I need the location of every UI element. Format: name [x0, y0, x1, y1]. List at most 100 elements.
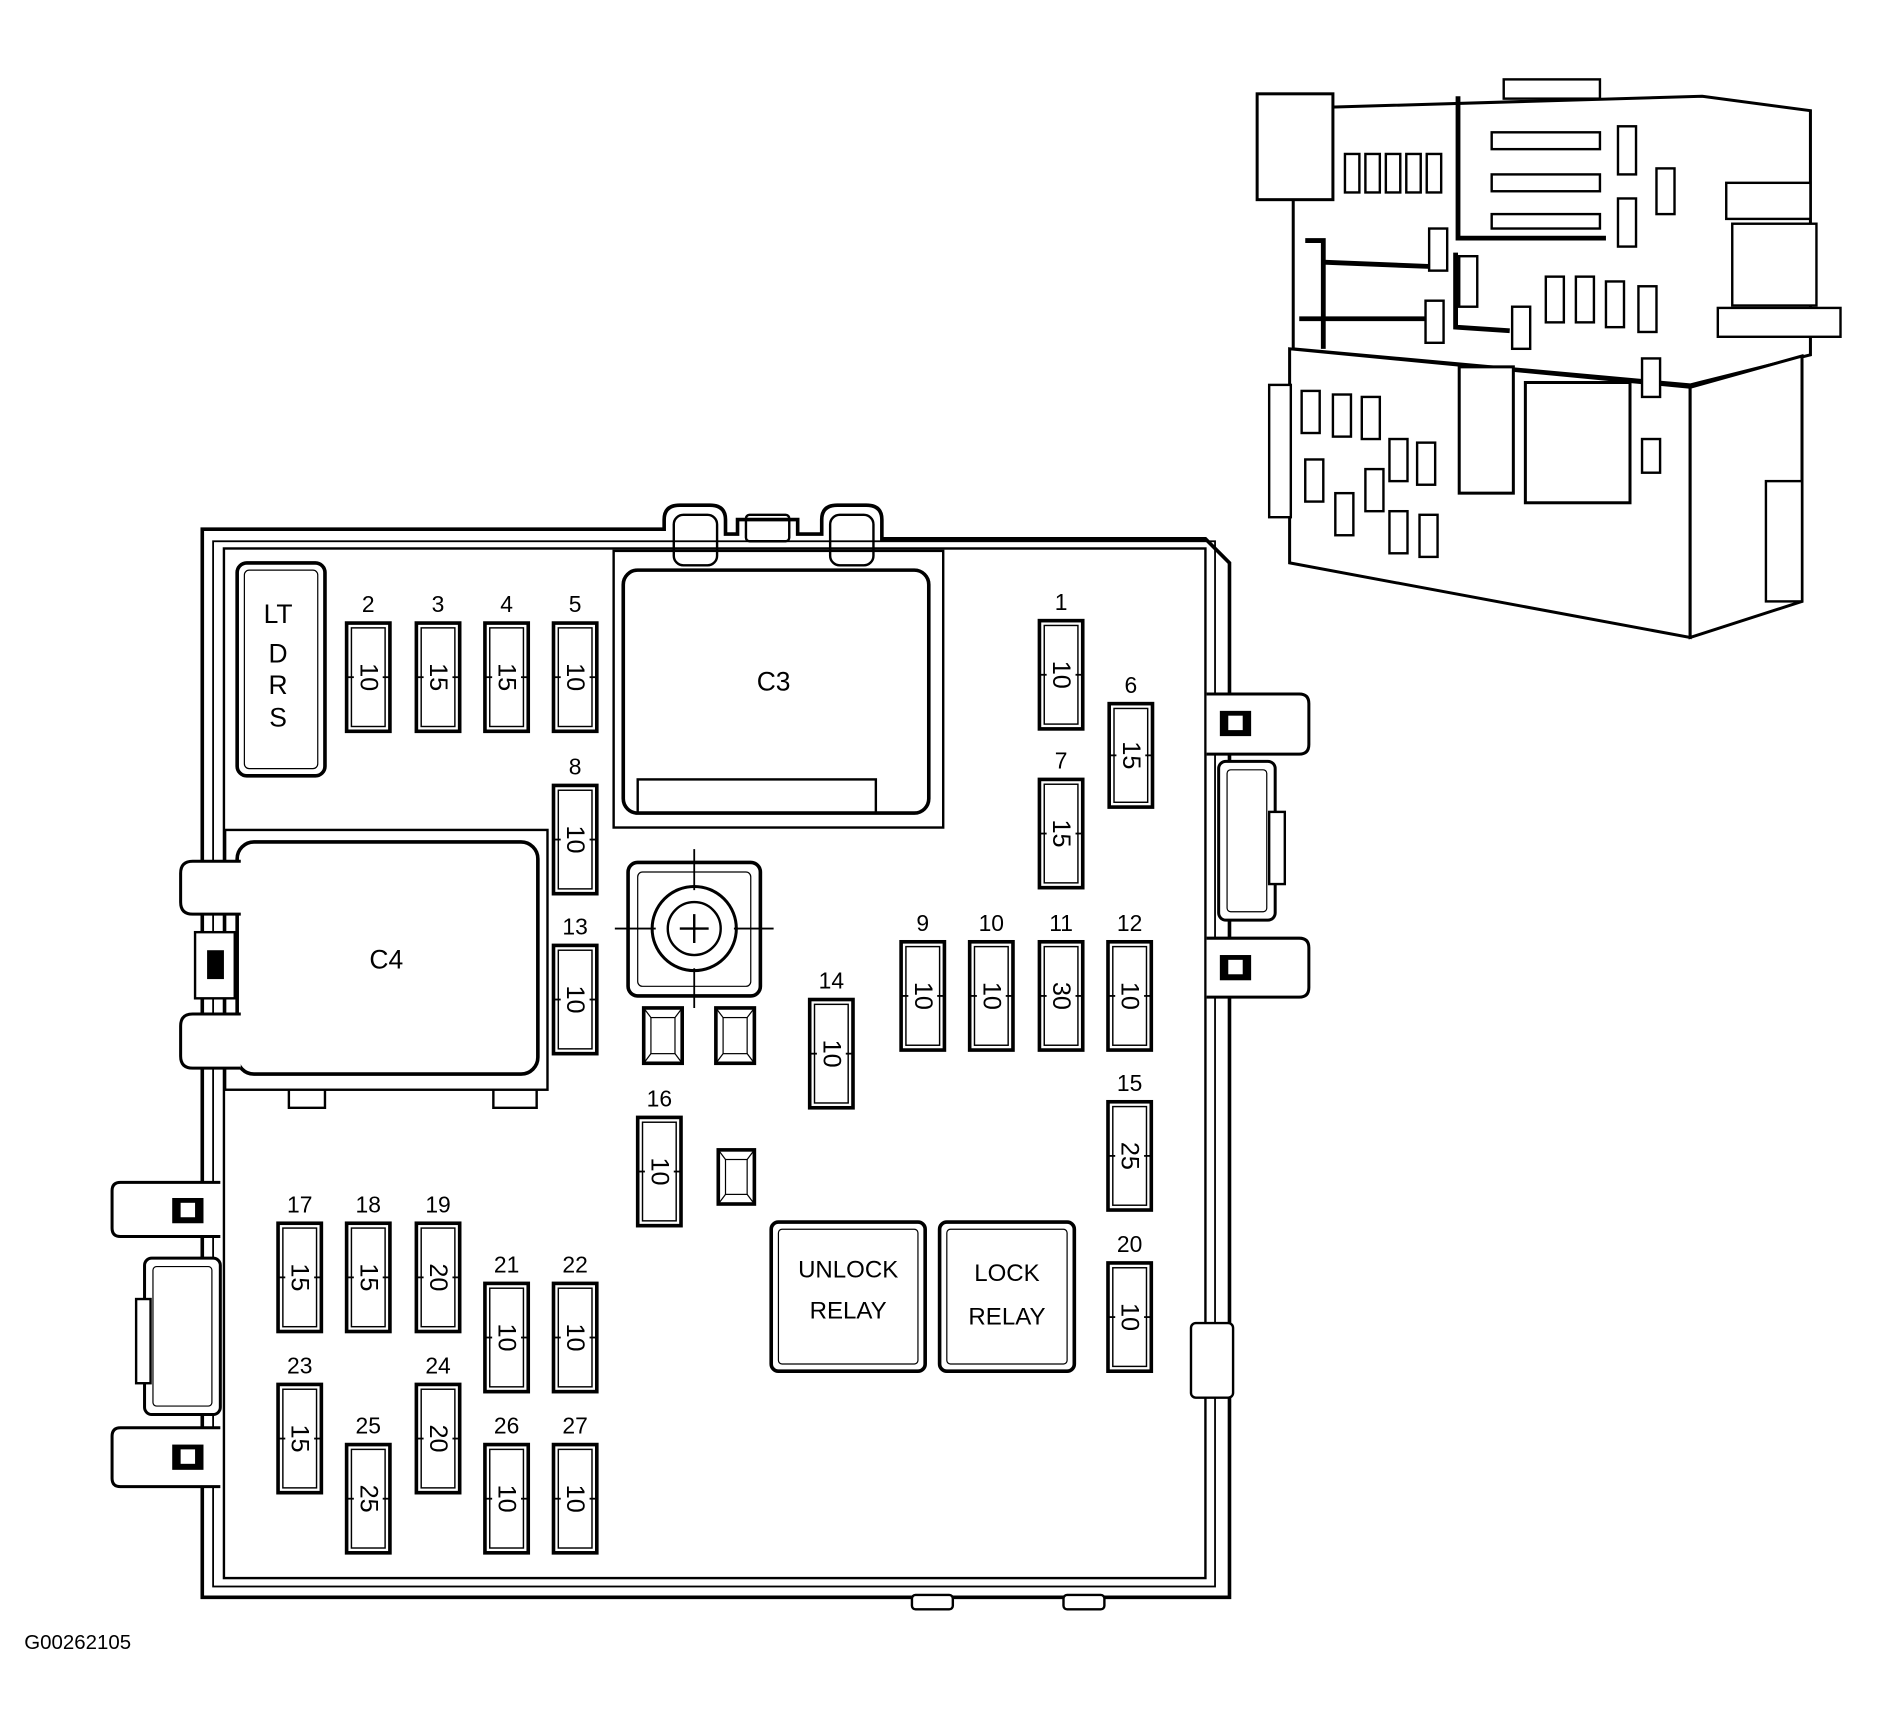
fuse-5: 510 [551, 591, 599, 734]
fuse-rating-label: 10 [493, 1323, 521, 1351]
stud-crosshair [614, 849, 774, 1008]
fuse-number-label: 15 [1117, 1070, 1142, 1096]
c4-housing [235, 840, 540, 1076]
side-connector [143, 1256, 222, 1417]
fuse-rating-label: 15 [1047, 819, 1075, 847]
right-side-mounts [1189, 692, 1311, 1399]
housing-top-latches [672, 513, 875, 567]
fuse-rating-label: 10 [645, 1157, 673, 1185]
fuse-rating-label: 25 [1116, 1142, 1144, 1170]
perspective-left-clip [1267, 383, 1293, 519]
c3-frame [612, 549, 945, 829]
lt-drs-housing [235, 561, 327, 778]
mounting-tab [1206, 936, 1311, 999]
lock-relay: LOCK RELAY [937, 1220, 1077, 1374]
fuse-rating-label: 20 [424, 1425, 452, 1453]
fuse-number-label: 16 [647, 1086, 672, 1112]
lt-drs-label-line-3: R [269, 670, 288, 700]
fuse-number-label: 21 [494, 1252, 519, 1278]
unlock-relay-label-line-2: RELAY [810, 1297, 887, 1324]
side-clip [1189, 1321, 1235, 1399]
fuse-number-label: 13 [562, 914, 587, 940]
fuse-rating-label: 10 [909, 982, 937, 1010]
figure-code: G00262105 [24, 1631, 131, 1654]
left-side-mounts [110, 859, 241, 1489]
c4-label: C4 [369, 944, 403, 974]
perspective-relay-guides [1490, 131, 1602, 230]
lt-drs-label-line-1: LT [264, 599, 293, 629]
plus-icon [679, 914, 709, 944]
fuse-rating-label: 15 [493, 663, 521, 691]
diode [716, 1148, 757, 1206]
perspective-fuse-slots [1300, 125, 1676, 559]
fuse-4: 4 15 [483, 591, 531, 734]
lt-drs-label-line-4: S [269, 702, 287, 732]
fuse-10: 10 10 [967, 910, 1015, 1052]
perspective-divider-lines [1299, 96, 1606, 349]
mounting-clip [179, 859, 241, 916]
lock-relay-label-line-1: LOCK [974, 1260, 1039, 1287]
fuse-block-housing: LT D R S C3 C4 [110, 503, 1311, 1611]
fuse-number-label: 10 [979, 910, 1004, 936]
lock-relay-label-line-2: RELAY [968, 1303, 1045, 1330]
fuse-rating-label: 15 [1117, 741, 1145, 769]
fuse-number-label: 25 [356, 1413, 381, 1439]
bottom-feet [910, 1593, 1106, 1611]
fuse-rating-label: 15 [286, 1425, 314, 1453]
lock-relay-inner [946, 1228, 1068, 1365]
fuse-6: 615 [1107, 672, 1155, 809]
perspective-right-tab [1716, 306, 1842, 338]
fuse-number-label: 19 [425, 1191, 450, 1217]
c4-connector: C4 [223, 828, 549, 1109]
fuse-number-label: 4 [500, 591, 513, 617]
fuse-rating-label: 15 [354, 1263, 382, 1291]
fuse-rating-label: 10 [1116, 982, 1144, 1010]
fuse-rating-label: 10 [561, 1323, 589, 1351]
fuse-rating-label: 15 [286, 1263, 314, 1291]
fuse-number-label: 2 [362, 591, 375, 617]
fuse-rating-label: 10 [1116, 1303, 1144, 1331]
c3-connector: C3 [612, 549, 945, 829]
c3-key [636, 778, 878, 815]
perspective-right-connector [1731, 222, 1818, 307]
fuse-rating-label: 30 [1047, 982, 1075, 1010]
fuse-21: 21 10 [483, 1252, 531, 1394]
perspective-top-tab [1502, 78, 1602, 100]
mounting-clip [179, 1012, 241, 1070]
fuse-number-label: 5 [569, 591, 582, 617]
diode [714, 1006, 757, 1066]
fuse-rating-label: 10 [1047, 661, 1075, 689]
fuse-rating-label: 10 [493, 1485, 521, 1513]
mounting-tab [110, 1426, 221, 1489]
fuse-7: 715 [1037, 748, 1085, 890]
fuse-8: 810 [551, 754, 599, 896]
lt-drs-block: LT D R S [235, 561, 327, 778]
perspective-right-clip [1764, 479, 1804, 603]
fuse-2: 2 10 [344, 591, 392, 734]
fuse-rating-label: 10 [817, 1040, 845, 1068]
fuse-number-label: 17 [287, 1191, 312, 1217]
fuse-12: 12 10 [1106, 910, 1154, 1052]
fuse-rating-label: 10 [977, 982, 1005, 1010]
diodes [641, 1006, 757, 1206]
unlock-relay-housing [769, 1220, 927, 1374]
fuse-11: 11 30 [1037, 910, 1085, 1052]
fuse-number-label: 12 [1117, 910, 1142, 936]
fuse-number-label: 24 [425, 1353, 451, 1379]
lt-drs-label-line-2: D [269, 639, 288, 669]
fuse-rating-label: 10 [354, 663, 382, 691]
fuse-number-label: 11 [1049, 910, 1073, 936]
fuse-number-label: 20 [1117, 1231, 1142, 1257]
unlock-relay-inner [777, 1228, 919, 1365]
